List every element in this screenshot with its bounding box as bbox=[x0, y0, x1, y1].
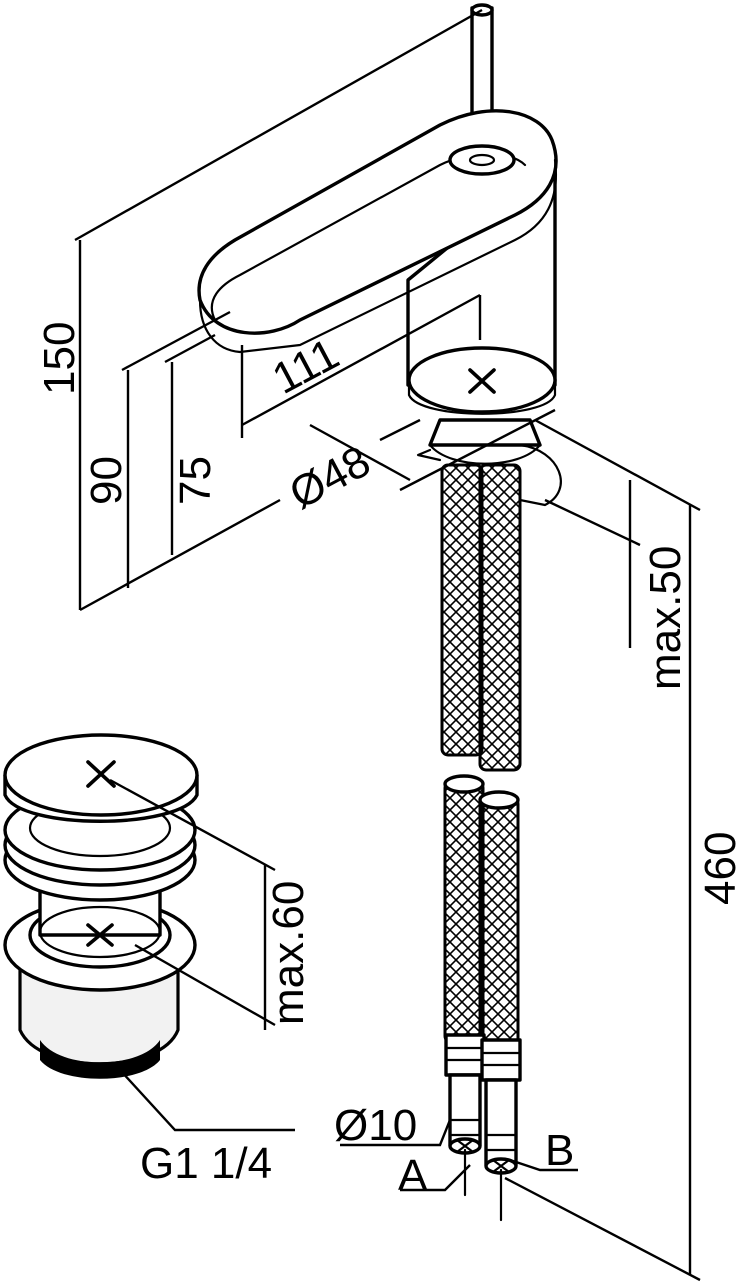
fitting-b bbox=[480, 1038, 522, 1082]
hose-b-lower bbox=[478, 796, 520, 1050]
drain-valve bbox=[3, 733, 199, 1079]
thread-label: G1 1/4 bbox=[140, 1139, 272, 1188]
mounting-bracket bbox=[518, 443, 562, 507]
dimension-lines bbox=[74, 8, 701, 1282]
dim-diameter-10-label: Ø10 bbox=[334, 1101, 417, 1150]
hose-b-label: B bbox=[545, 1126, 574, 1175]
dim-90-label: 90 bbox=[82, 456, 131, 505]
faucet-body bbox=[197, 3, 562, 507]
dim-460-label: 460 bbox=[696, 832, 745, 905]
dim-111-label: 111 bbox=[265, 329, 347, 404]
handle-edge bbox=[198, 158, 557, 354]
hose-a-upper bbox=[440, 463, 484, 757]
dim-max-50-label: max.50 bbox=[641, 546, 690, 690]
hose-a-label: A bbox=[398, 1151, 428, 1200]
mounting-nut bbox=[428, 418, 542, 447]
supply-hoses bbox=[440, 463, 522, 1222]
dim-max-60-label: max.60 bbox=[264, 881, 313, 1025]
drain-center-cross bbox=[86, 760, 116, 788]
fitting-a bbox=[444, 1033, 486, 1077]
dim-150-label: 150 bbox=[35, 322, 84, 395]
dim-diameter-48-label: Ø48 bbox=[282, 437, 378, 519]
dim-75-label: 75 bbox=[171, 456, 220, 505]
hose-b-upper bbox=[478, 463, 522, 772]
rod-collar bbox=[448, 144, 516, 176]
hose-a-lower bbox=[443, 780, 485, 1044]
center-cross bbox=[468, 368, 496, 394]
